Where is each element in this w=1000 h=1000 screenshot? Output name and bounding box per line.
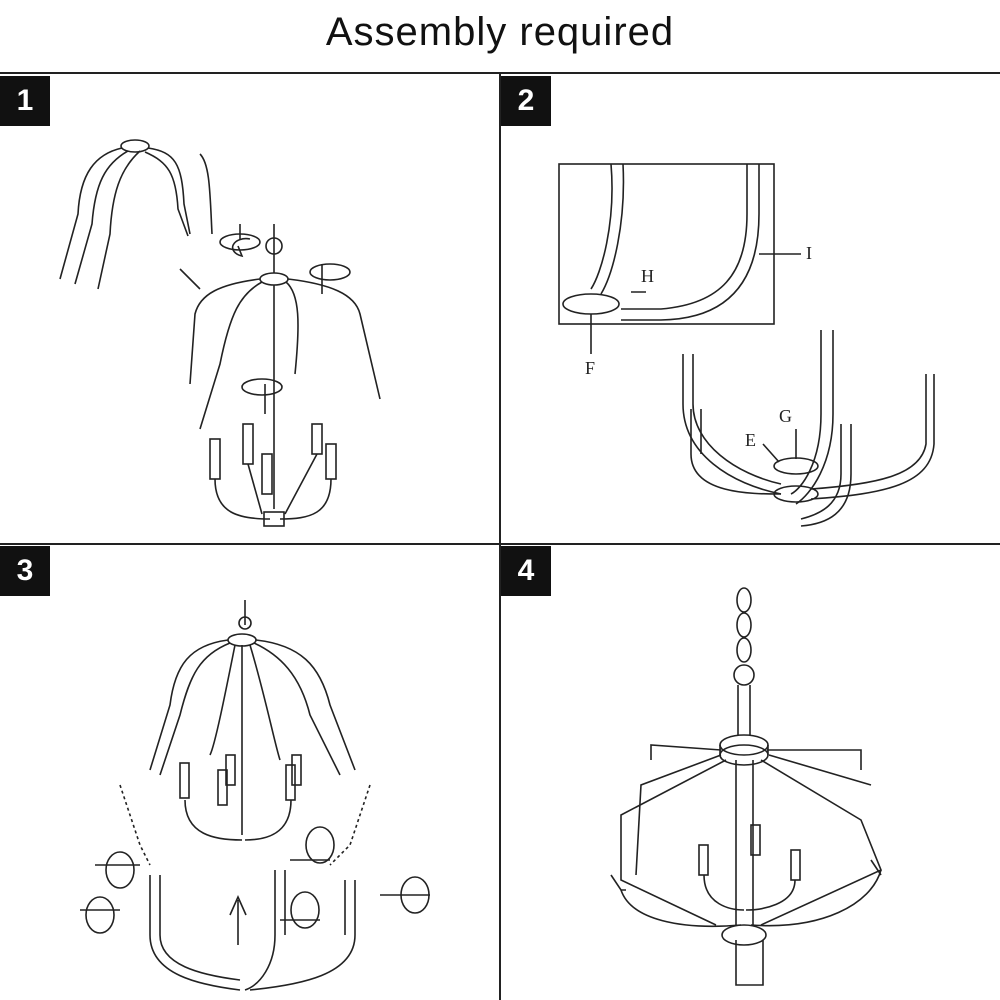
vertical-divider <box>499 72 501 1000</box>
label-g: G <box>779 406 792 426</box>
label-e: E <box>745 430 756 450</box>
step-3-badge: 3 <box>0 546 50 596</box>
step-2-badge: 2 <box>501 76 551 126</box>
label-h: H <box>641 266 654 286</box>
label-i: I <box>806 243 812 263</box>
page-title: Assembly required <box>325 10 675 54</box>
step-3-illustration <box>80 600 430 991</box>
label-f: F <box>585 358 595 378</box>
step-2-illustration: H I F G E <box>558 163 935 527</box>
step-1-illustration <box>59 139 381 527</box>
step-4-badge: 4 <box>501 546 551 596</box>
horizontal-divider <box>0 543 1000 545</box>
step-1-badge: 1 <box>0 76 50 126</box>
step-4-illustration <box>610 587 883 986</box>
